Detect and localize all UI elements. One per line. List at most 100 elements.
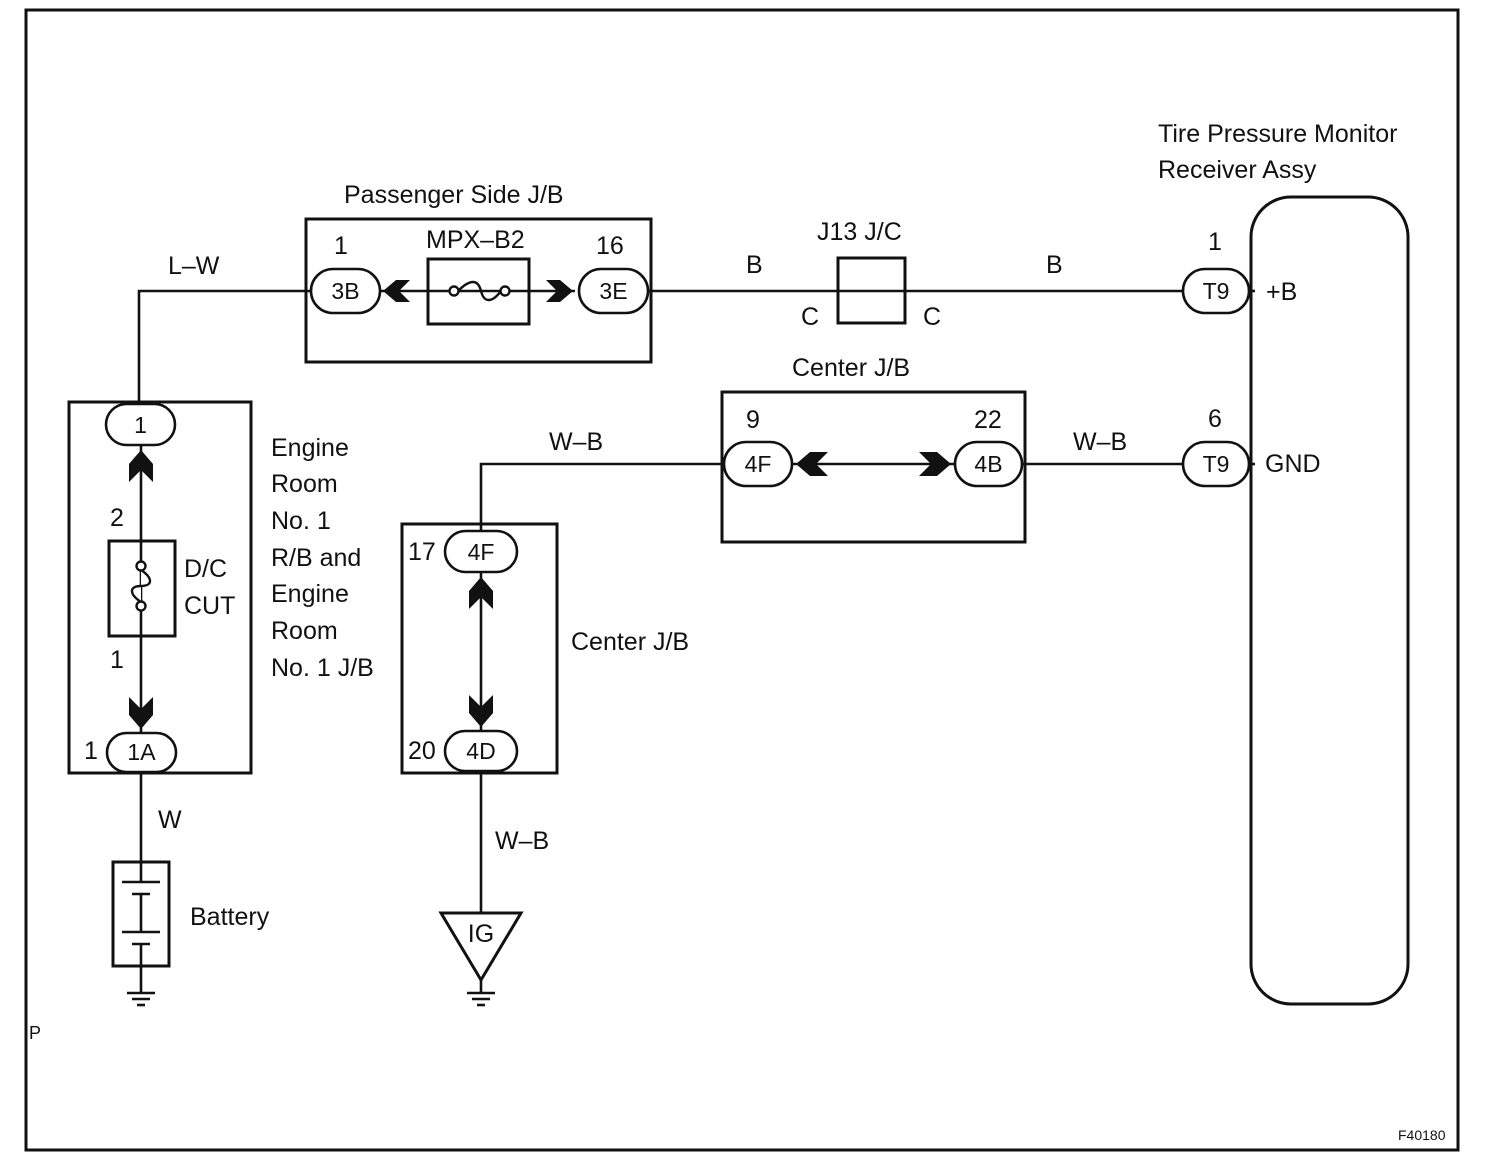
fuse-dc-cut-top-pin: 2 <box>110 504 124 532</box>
tire-pressure-monitor-receiver: Tire Pressure Monitor Receiver Assy 1 T9… <box>1158 120 1410 1006</box>
figure-code: F40180 <box>1398 1127 1446 1143</box>
ig-triangle <box>438 911 524 983</box>
connector-t9-b <box>1181 267 1251 315</box>
dc-cut-fuse-icon <box>130 569 152 603</box>
connector-1a-label: 1A <box>127 739 156 765</box>
arrow-left-4f <box>796 452 828 476</box>
arrow-down-4d <box>469 695 493 727</box>
arrow-right-4b <box>919 452 951 476</box>
center-jb-left-box <box>400 522 559 775</box>
wires <box>137 289 1255 993</box>
passenger-side-jb: Passenger Side J/B 1 16 MPX–B2 3B 3E <box>304 181 653 364</box>
passenger-jb-left-pin: 1 <box>334 232 348 260</box>
connector-3b <box>309 267 382 315</box>
center-jb-top-left-pin: 9 <box>746 406 760 434</box>
dc-cut-terminal-bottom <box>135 600 147 612</box>
connector-t9-gnd <box>1181 440 1251 488</box>
connector-3b-label: 3B <box>331 278 359 304</box>
receiver-pin-gnd-number: 6 <box>1208 405 1222 433</box>
engine-room-label-line: Engine <box>271 434 349 462</box>
mpx-b2-fuse-box <box>426 257 531 326</box>
connector-engine-top <box>104 402 177 447</box>
battery-label: Battery <box>190 903 270 931</box>
battery: Battery <box>111 860 270 968</box>
fuse-terminal-left <box>448 285 460 297</box>
engine-room-label-line: Engine <box>271 580 349 608</box>
j13-box <box>836 256 907 325</box>
engine-room-box <box>67 400 253 775</box>
ig-label: IG <box>468 920 494 948</box>
wire-label-b-right: B <box>1046 251 1063 279</box>
center-jb-top-right-pin: 22 <box>974 406 1002 434</box>
connector-3e <box>577 267 650 315</box>
fuse-dc-cut-bottom-pin: 1 <box>110 646 124 674</box>
mpx-b2-fuse-icon <box>457 280 502 302</box>
fuse-terminal-right <box>499 285 511 297</box>
arrow-left-3b <box>383 280 410 302</box>
connector-4d-label: 4D <box>466 738 495 764</box>
engine-room-label-line: Room <box>271 470 338 498</box>
receiver-pin-gnd-label: GND <box>1265 450 1321 478</box>
dc-cut-label-line2: CUT <box>184 592 235 620</box>
engine-room-label-line: No. 1 J/B <box>271 654 374 682</box>
connector-4f-top <box>722 440 794 488</box>
engine-room-bottom-pin: 1 <box>84 737 98 765</box>
connector-3e-label: 3E <box>599 278 627 304</box>
passenger-jb-right-pin: 16 <box>596 232 624 260</box>
corner-mark: P <box>29 1023 41 1043</box>
wire-label-w: W <box>158 806 182 834</box>
receiver-body <box>1249 195 1410 1006</box>
receiver-title-line2: Receiver Assy <box>1158 156 1317 184</box>
wire-label-b-left: B <box>746 251 763 279</box>
engine-room-label-line: R/B and <box>271 544 361 572</box>
connector-4b <box>953 440 1024 488</box>
engine-room-label-line: No. 1 <box>271 507 331 535</box>
center-jb-left-bottom-pin: 20 <box>408 737 436 765</box>
receiver-pin-b-number: 1 <box>1208 228 1222 256</box>
connector-t9-b-label: T9 <box>1203 278 1230 304</box>
ground-icon <box>467 991 495 1007</box>
wire-label-wb-down: W–B <box>495 827 549 855</box>
wire-label-wb-left: W–B <box>549 428 603 456</box>
connector-4f-left-label: 4F <box>468 539 495 565</box>
connector-t9-gnd-label: T9 <box>1203 451 1230 477</box>
connector-engine-top-label: 1 <box>134 412 147 438</box>
connector-4f-top-label: 4F <box>745 451 772 477</box>
connector-1a <box>105 731 178 774</box>
engine-room-label-line: Room <box>271 617 338 645</box>
dc-cut-terminal-top <box>135 560 147 572</box>
passenger-jb-title: Passenger Side J/B <box>344 181 564 209</box>
dc-cut-fuse-box <box>107 539 177 638</box>
receiver-title-line1: Tire Pressure Monitor <box>1158 120 1397 148</box>
arrow-down-1a <box>129 697 153 729</box>
j13-title: J13 J/C <box>817 218 902 246</box>
j13-right-pin: C <box>923 303 941 331</box>
wire-label-wb-right: W–B <box>1073 428 1127 456</box>
mpx-b2-label: MPX–B2 <box>426 226 525 254</box>
center-jb-left-top-pin: 17 <box>408 538 436 566</box>
arrow-up-4f <box>469 577 493 609</box>
engine-room-jb: 1 2 D/C CUT 1 1 1A Engine Room No. 1 R/B… <box>67 400 374 775</box>
center-jb-left: Center J/B 17 20 4F 4D <box>400 522 689 775</box>
connector-4d <box>443 729 519 773</box>
ig-ground-point: IG <box>438 911 524 983</box>
wire-wb-left <box>479 462 724 531</box>
arrow-right-3e <box>546 280 573 302</box>
receiver-pin-b-label: +B <box>1266 278 1297 306</box>
connector-4f-left <box>443 529 519 574</box>
center-jb-top-box <box>720 390 1027 544</box>
passenger-jb-box <box>304 217 653 364</box>
dc-cut-label-line1: D/C <box>184 555 227 583</box>
connector-4b-label: 4B <box>974 451 1002 477</box>
wire-lw <box>137 289 312 404</box>
j13-left-pin: C <box>801 303 819 331</box>
j13-junction: J13 J/C C C <box>801 218 941 331</box>
diagram-frame <box>24 8 1460 1152</box>
engine-room-label: Engine Room No. 1 R/B and Engine Room No… <box>271 434 374 682</box>
center-jb-top-title: Center J/B <box>792 354 910 382</box>
ground-icon <box>127 991 155 1007</box>
arrow-up-engine <box>129 450 153 482</box>
wire-label-lw: L–W <box>168 252 220 280</box>
center-jb-left-title: Center J/B <box>571 628 689 656</box>
